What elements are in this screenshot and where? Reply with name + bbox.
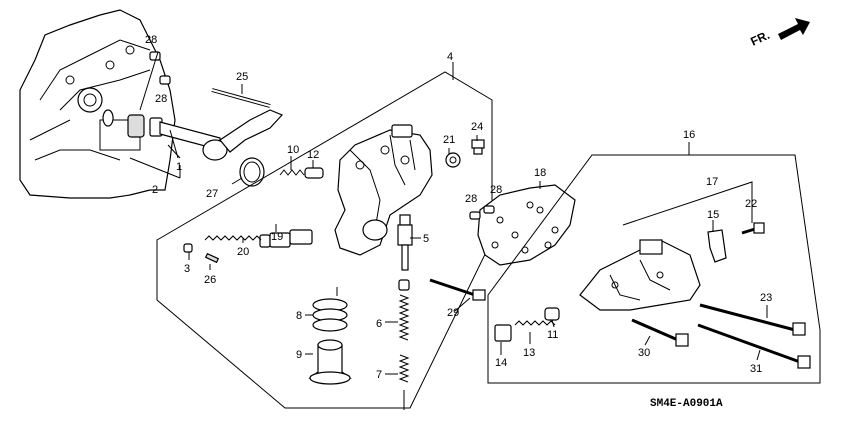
callout-6: 6: [376, 318, 382, 330]
rod-25: [211, 88, 271, 108]
callout-8: 8: [296, 310, 302, 322]
callout-4: 4: [447, 51, 453, 63]
callout-19: 19: [271, 231, 283, 243]
spring-10: [279, 167, 324, 179]
fr-label: FR.: [748, 28, 771, 49]
callout-28a: 28: [145, 34, 157, 46]
valve-5: [397, 214, 413, 271]
callout-31: 31: [750, 363, 762, 375]
shaft-assembly: [102, 109, 284, 161]
callout-15: 15: [707, 209, 719, 221]
callout-2: 2: [152, 184, 158, 196]
callout-20: 20: [237, 246, 249, 258]
spring-8: [312, 298, 348, 332]
bolt-24: [471, 139, 485, 155]
callout-1: 1: [176, 161, 182, 173]
callout-17: 17: [706, 176, 718, 188]
bracket-15: [707, 229, 727, 263]
bolt-30: [631, 318, 689, 347]
leader-lines: [129, 51, 768, 375]
callout-11: 11: [547, 329, 558, 341]
callout-29: 29: [447, 307, 459, 319]
bolt-31: [697, 323, 811, 369]
callout-28c: 28: [490, 184, 502, 196]
springs-6-7: [398, 279, 410, 410]
callout-25: 25: [236, 71, 248, 83]
callout-22: 22: [745, 198, 757, 210]
callout-30: 30: [638, 347, 650, 359]
callout-26: 26: [204, 274, 216, 286]
callout-9: 9: [296, 349, 302, 361]
regulator-valve-body: [334, 124, 433, 256]
group-16-outline: [487, 154, 821, 384]
secondary-valve-body: [579, 239, 701, 311]
group-17-bracket: [622, 181, 753, 226]
callout-23: 23: [760, 292, 772, 304]
seal-14: [494, 324, 512, 342]
piston-9: [308, 339, 352, 385]
callout-24: 24: [471, 121, 483, 133]
spring-13: [514, 320, 556, 326]
callout-labels: 28 28 1 2 25 27 10 12 19 20 3 26 4 5 6 7…: [145, 34, 772, 381]
callout-16: 16: [683, 129, 695, 141]
fr-arrow-icon: [778, 18, 810, 40]
callout-28d: 28: [465, 193, 477, 205]
callout-21: 21: [443, 134, 455, 146]
callout-27: 27: [206, 188, 218, 200]
callout-12: 12: [307, 149, 319, 161]
callout-14: 14: [495, 357, 507, 369]
bolt-23: [699, 303, 806, 336]
callout-5: 5: [423, 233, 429, 245]
plug-11: [544, 307, 560, 321]
callout-18: 18: [534, 167, 546, 179]
callout-3: 3: [184, 263, 190, 275]
bolt-29: [429, 278, 486, 301]
transmission-case: [19, 9, 176, 199]
collar-21: [445, 152, 461, 168]
pins-3-26: [183, 243, 220, 264]
callout-10: 10: [287, 144, 299, 156]
separator-plate-18: [477, 184, 576, 266]
plugs-28-plate: [469, 205, 495, 220]
valve-19: [204, 229, 313, 248]
diagram-code: SM4E-A0901A: [650, 398, 723, 410]
bolt-22: [741, 222, 765, 235]
callout-13: 13: [523, 347, 535, 359]
callout-28b: 28: [155, 93, 167, 105]
front-direction-indicator: FR.: [748, 18, 810, 49]
ring-27: [239, 157, 265, 187]
callout-7: 7: [376, 369, 382, 381]
